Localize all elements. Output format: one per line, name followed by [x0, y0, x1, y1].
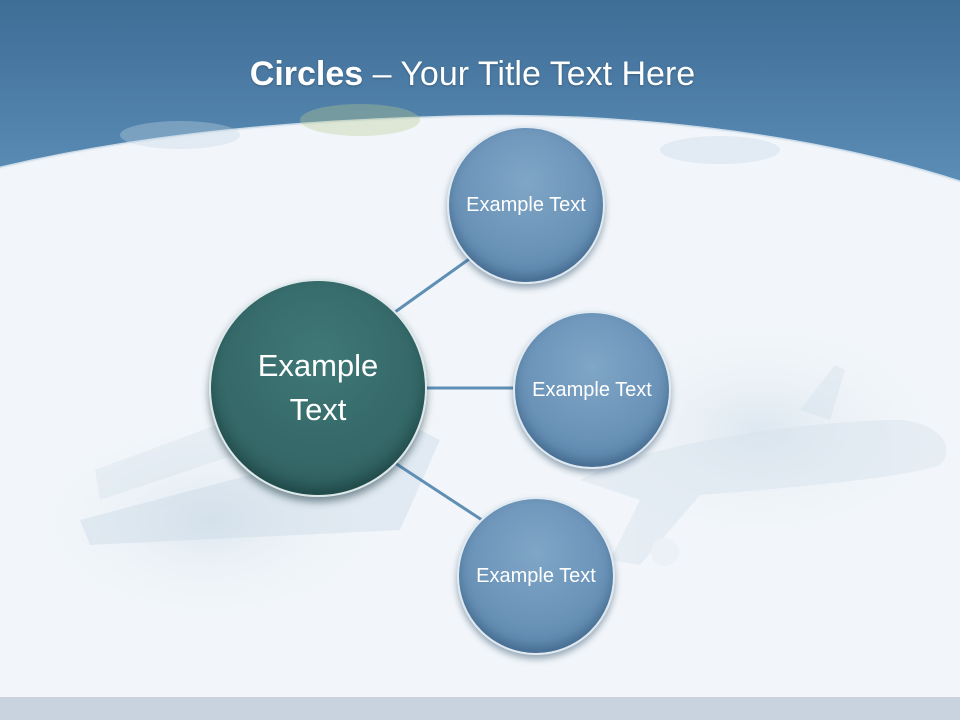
- node-circle-bottom: Example Text: [457, 497, 615, 655]
- node-circle-middle: Example Text: [513, 311, 671, 469]
- node-circle-label: Example Text: [466, 194, 586, 216]
- header-plane-icon: [120, 104, 780, 164]
- center-circle-label: Example Text: [257, 348, 379, 427]
- connector-line-top: [394, 255, 473, 314]
- plane-icon: [580, 365, 947, 566]
- slide-title: Circles – Your Title Text Here: [0, 52, 945, 96]
- connector-line-bottom: [394, 461, 483, 522]
- title-rest: – Your Title Text Here: [363, 55, 696, 93]
- title-bold: Circles: [249, 55, 364, 93]
- node-circle-label: Example Text: [532, 379, 652, 401]
- node-circle-top: Example Text: [447, 126, 605, 284]
- node-circle-label: Example Text: [476, 565, 596, 587]
- footer-bar: [0, 697, 960, 720]
- center-circle: Example Text: [209, 279, 427, 497]
